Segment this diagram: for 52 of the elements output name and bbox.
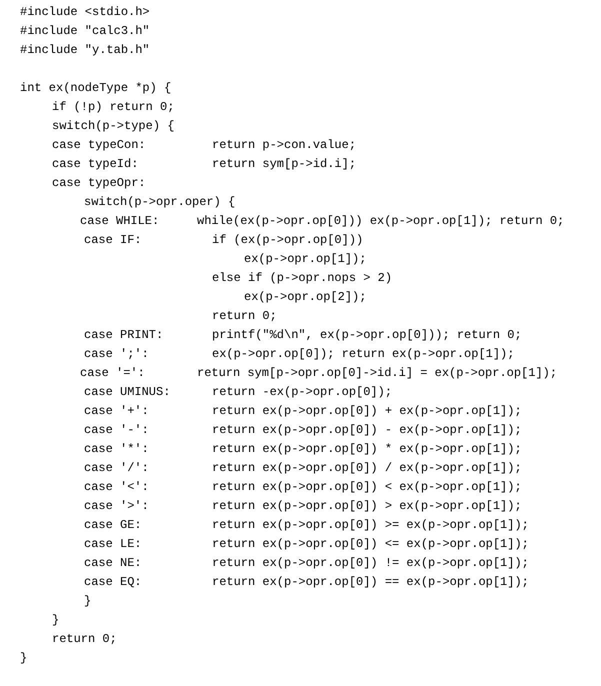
code-line: return ex(p->opr.op[0]) != ex(p->opr.op[1]); <box>212 555 529 571</box>
code-line: } <box>52 612 60 628</box>
code-line: case PRINT: <box>84 327 164 343</box>
code-line: case '>': <box>84 498 149 514</box>
code-line: return ex(p->opr.op[0]) >= ex(p->opr.op[1]); <box>212 517 529 533</box>
code-line: return -ex(p->opr.op[0]); <box>212 384 392 400</box>
code-line: case '+': <box>84 403 149 419</box>
code-line: } <box>84 593 92 609</box>
code-line: case EQ: <box>84 574 142 590</box>
code-line: case typeOpr: <box>52 175 146 191</box>
code-line: return ex(p->opr.op[0]) <= ex(p->opr.op[1]); <box>212 536 529 552</box>
code-line: return sym[p->opr.op[0]->id.i] = ex(p->opr.op[1]); <box>197 365 558 381</box>
code-line: return ex(p->opr.op[0]) - ex(p->opr.op[1]); <box>212 422 522 438</box>
code-line: ex(p->opr.op[1]); <box>244 251 366 267</box>
code-line: return sym[p->id.i]; <box>212 156 356 172</box>
code-line: case '/': <box>84 460 149 476</box>
code-line: } <box>20 650 28 666</box>
code-line: return 0; <box>52 631 117 647</box>
code-line: case '*': <box>84 441 149 457</box>
code-line: ex(p->opr.op[2]); <box>244 289 366 305</box>
code-line: case GE: <box>84 517 142 533</box>
code-line: return ex(p->opr.op[0]) == ex(p->opr.op[1]); <box>212 574 529 590</box>
code-line: switch(p->type) { <box>52 118 174 134</box>
code-line: return p->con.value; <box>212 137 356 153</box>
code-line: return ex(p->opr.op[0]) + ex(p->opr.op[1]); <box>212 403 522 419</box>
code-line: case UMINUS: <box>84 384 170 400</box>
code-line: switch(p->opr.oper) { <box>84 194 236 210</box>
code-line: case IF: <box>84 232 142 248</box>
code-line: case WHILE: <box>80 213 160 229</box>
code-line: while(ex(p->opr.op[0])) ex(p->opr.op[1]); return 0; <box>197 213 564 229</box>
code-line: case '<': <box>84 479 149 495</box>
code-line: return 0; <box>212 308 277 324</box>
code-line: #include <stdio.h> <box>20 4 150 20</box>
code-line: return ex(p->opr.op[0]) * ex(p->opr.op[1]); <box>212 441 522 457</box>
code-line: printf("%d\n", ex(p->opr.op[0])); return 0; <box>212 327 522 343</box>
code-line: else if (p->opr.nops > 2) <box>212 270 392 286</box>
code-line: int ex(nodeType *p) { <box>20 80 172 96</box>
code-line: case '-': <box>84 422 149 438</box>
code-line: if (ex(p->opr.op[0])) <box>212 232 364 248</box>
code-line: #include "y.tab.h" <box>20 42 150 58</box>
code-line: case typeCon: <box>52 137 146 153</box>
code-line: return ex(p->opr.op[0]) > ex(p->opr.op[1]); <box>212 498 522 514</box>
code-line: case '=': <box>80 365 145 381</box>
code-line: case ';': <box>84 346 149 362</box>
code-line: case LE: <box>84 536 142 552</box>
code-line: #include "calc3.h" <box>20 23 150 39</box>
code-line: if (!p) return 0; <box>52 99 174 115</box>
code-line: case NE: <box>84 555 142 571</box>
code-line: return ex(p->opr.op[0]) < ex(p->opr.op[1]); <box>212 479 522 495</box>
code-line: ex(p->opr.op[0]); return ex(p->opr.op[1]); <box>212 346 514 362</box>
code-line: case typeId: <box>52 156 138 172</box>
code-line: return ex(p->opr.op[0]) / ex(p->opr.op[1]); <box>212 460 522 476</box>
